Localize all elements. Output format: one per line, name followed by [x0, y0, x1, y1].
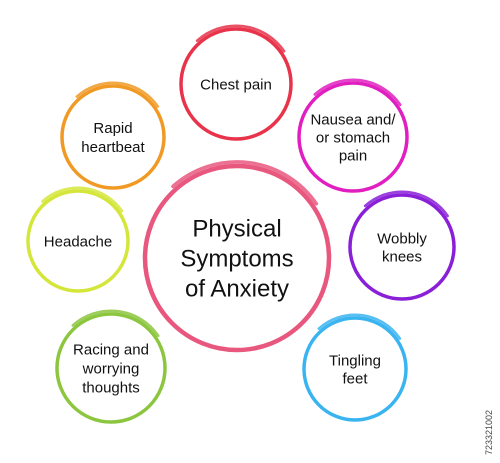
- symptom-tingling-feet-label-line: feet: [342, 370, 368, 387]
- center-ring-brush: [171, 160, 319, 206]
- center-ring: [142, 160, 332, 353]
- symptom-nausea-ring: [297, 78, 409, 193]
- symptom-racing-thoughts-ring-brush: [71, 309, 160, 338]
- symptom-rapid-heartbeat-ring-brush: [75, 81, 160, 108]
- symptom-wobbly-knees-label-line: Wobbly: [377, 230, 427, 247]
- symptom-chest-pain-ring-stroke: [179, 27, 293, 141]
- symptom-racing-thoughts-label-line: thoughts: [82, 379, 140, 396]
- symptom-tingling-feet-ring-stroke: [302, 316, 408, 422]
- symptom-tingling-feet-ring: [302, 313, 408, 422]
- symptom-rapid-heartbeat-label-line: Rapid: [93, 120, 132, 137]
- symptom-nausea-label-line: or stomach: [316, 129, 390, 146]
- symptom-node-rapid-heartbeat: Rapid heartbeat: [60, 81, 166, 190]
- symptom-wobbly-knees-label-line: knees: [382, 248, 422, 265]
- symptom-racing-thoughts-label-line: Racing and: [73, 341, 149, 358]
- center-ring-stroke: [142, 163, 332, 353]
- symptom-node-headache: Headache: [26, 186, 130, 293]
- symptom-chest-pain-ring-brush: [195, 24, 286, 53]
- symptom-chest-pain-label-line: Chest pain: [200, 76, 272, 93]
- symptom-headache-label-line: Headache: [44, 233, 112, 250]
- symptom-wobbly-knees-ring-brush: [363, 190, 449, 218]
- symptom-nausea-ring-brush: [313, 78, 402, 107]
- center-title-label-line: of Anxiety: [185, 275, 289, 302]
- symptom-nausea-ring-stroke: [297, 81, 409, 193]
- symptom-racing-thoughts-ring: [55, 309, 167, 424]
- symptom-racing-thoughts-ring-stroke: [55, 312, 167, 424]
- stock-id-label: 723321002: [484, 410, 494, 455]
- symptom-node-chest-pain: Chest pain: [179, 24, 293, 141]
- symptom-rapid-heartbeat-label-line: heartbeat: [81, 139, 145, 156]
- symptom-rapid-heartbeat-ring: [60, 81, 166, 190]
- symptom-racing-thoughts-label-line: worrying: [82, 360, 140, 377]
- symptom-headache-ring-brush: [41, 186, 124, 213]
- symptom-headache-ring-stroke: [26, 189, 130, 293]
- symptom-nausea-label-line: Nausea and/: [310, 111, 396, 128]
- symptom-node-racing-thoughts: Racing and worrying thoughts: [55, 309, 167, 424]
- symptom-wobbly-knees-ring: [348, 190, 456, 301]
- center-title-label-line: Physical: [192, 215, 281, 242]
- symptom-headache-ring: [26, 186, 130, 293]
- center-title-label-line: Symptoms: [180, 245, 293, 272]
- symptom-chest-pain-ring: [179, 24, 293, 141]
- symptom-rapid-heartbeat-ring-stroke: [60, 84, 166, 190]
- symptom-tingling-feet-label-line: Tingling: [329, 352, 381, 369]
- symptom-nausea-label-line: pain: [339, 147, 367, 164]
- symptom-tingling-feet-ring-brush: [317, 313, 402, 340]
- symptom-wobbly-knees-ring-stroke: [348, 193, 456, 301]
